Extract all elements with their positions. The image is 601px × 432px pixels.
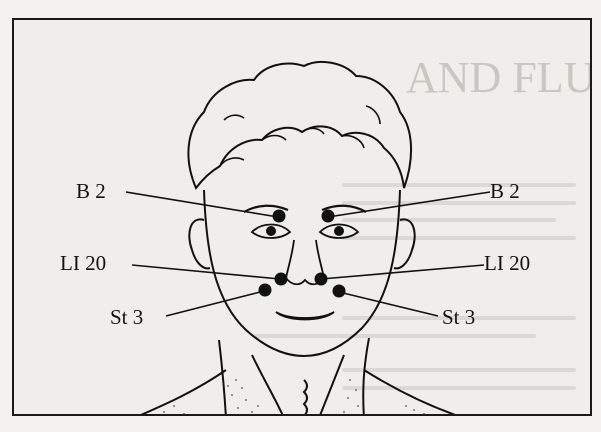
point-b2-left [273, 210, 286, 223]
hair-outline [188, 62, 411, 188]
point-st3-left [259, 284, 272, 297]
leader-lines [126, 192, 490, 316]
acupoints [259, 210, 346, 298]
label-li20-right: LI 20 [484, 251, 530, 275]
label-st3-left: St 3 [110, 305, 143, 329]
label-b2-left: B 2 [76, 179, 106, 203]
right-eye [320, 225, 358, 239]
label-st3-right: St 3 [442, 305, 475, 329]
mouth [276, 312, 334, 320]
bleed-through-heading: AND FLU [406, 53, 592, 102]
label-li20-left: LI 20 [60, 251, 106, 275]
neck-shoulders [134, 338, 464, 416]
point-b2-right [322, 210, 335, 223]
point-li20-left [275, 273, 288, 286]
face-outline [204, 190, 400, 356]
label-b2-right: B 2 [490, 179, 520, 203]
point-li20-right [315, 273, 328, 286]
point-st3-right [333, 285, 346, 298]
acupressure-face-diagram: AND FLU [14, 20, 592, 416]
bleed-through-lines [254, 185, 574, 388]
collarbone-notch [304, 380, 307, 416]
left-eye [252, 225, 290, 239]
illustration-frame: AND FLU [12, 18, 592, 416]
